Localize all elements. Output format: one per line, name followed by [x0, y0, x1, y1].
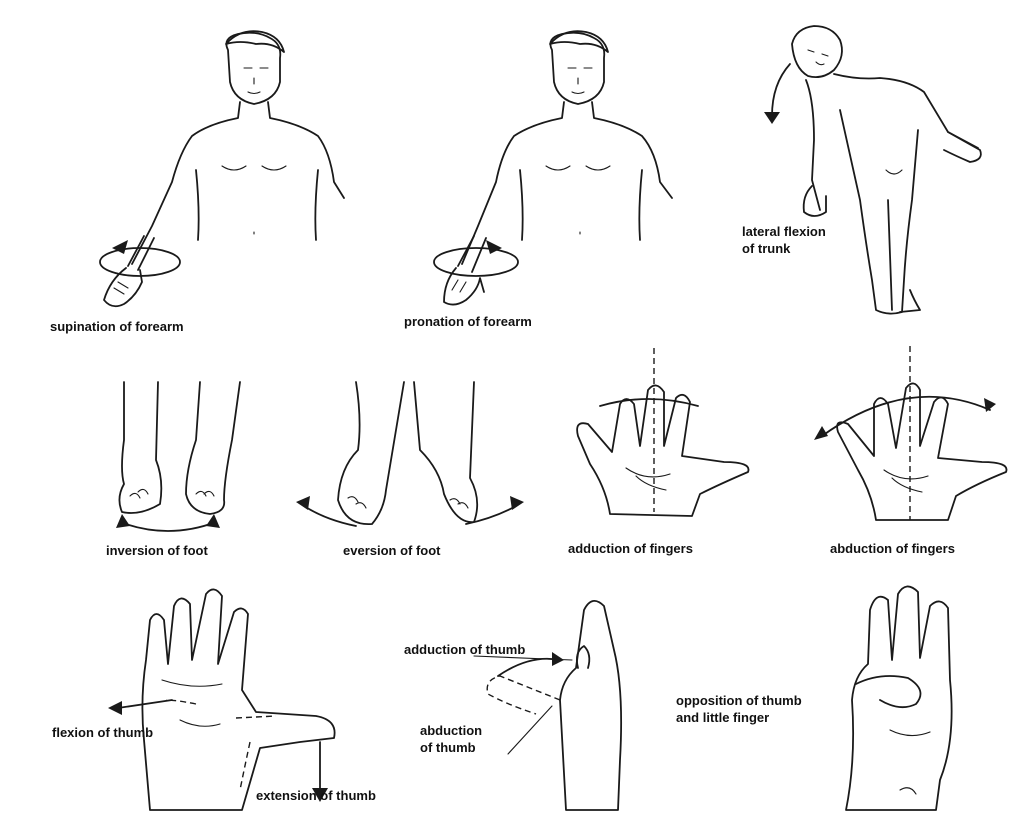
figure-pronation: [434, 31, 672, 304]
figure-eversion: [296, 382, 524, 526]
label-opposition: opposition of thumb and little finger: [676, 692, 802, 726]
label-abduction-thumb-line1: abduction: [420, 722, 482, 739]
label-opposition-line1: opposition of thumb: [676, 692, 802, 709]
figure-inversion: [116, 382, 240, 531]
label-lateral-flexion: lateral flexion of trunk: [742, 223, 826, 257]
figure-supination: [100, 31, 344, 306]
label-extension-thumb: extension of thumb: [256, 788, 376, 803]
label-inversion: inversion of foot: [106, 543, 208, 558]
label-opposition-line2: and little finger: [676, 709, 802, 726]
label-abduction-fingers: abduction of fingers: [830, 541, 955, 556]
label-eversion: eversion of foot: [343, 543, 441, 558]
figure-abduction-fingers: [814, 346, 1007, 520]
label-abduction-thumb-line2: of thumb: [420, 739, 482, 756]
figure-thumb-adduction-abduction: [474, 601, 621, 810]
label-pronation: pronation of forearm: [404, 314, 532, 329]
label-lateral-flexion-line1: lateral flexion: [742, 223, 826, 240]
figure-lateral-flexion: [764, 26, 981, 314]
figure-adduction-fingers: [577, 348, 748, 516]
label-abduction-thumb: abduction of thumb: [420, 722, 482, 756]
label-adduction-fingers: adduction of fingers: [568, 541, 693, 556]
label-lateral-flexion-line2: of trunk: [742, 240, 826, 257]
label-flexion-thumb: flexion of thumb: [52, 725, 153, 740]
label-adduction-thumb: adduction of thumb: [404, 642, 525, 657]
label-supination: supination of forearm: [50, 319, 184, 334]
figure-opposition: [846, 586, 952, 810]
figure-thumb-flexion-extension: [108, 589, 335, 810]
